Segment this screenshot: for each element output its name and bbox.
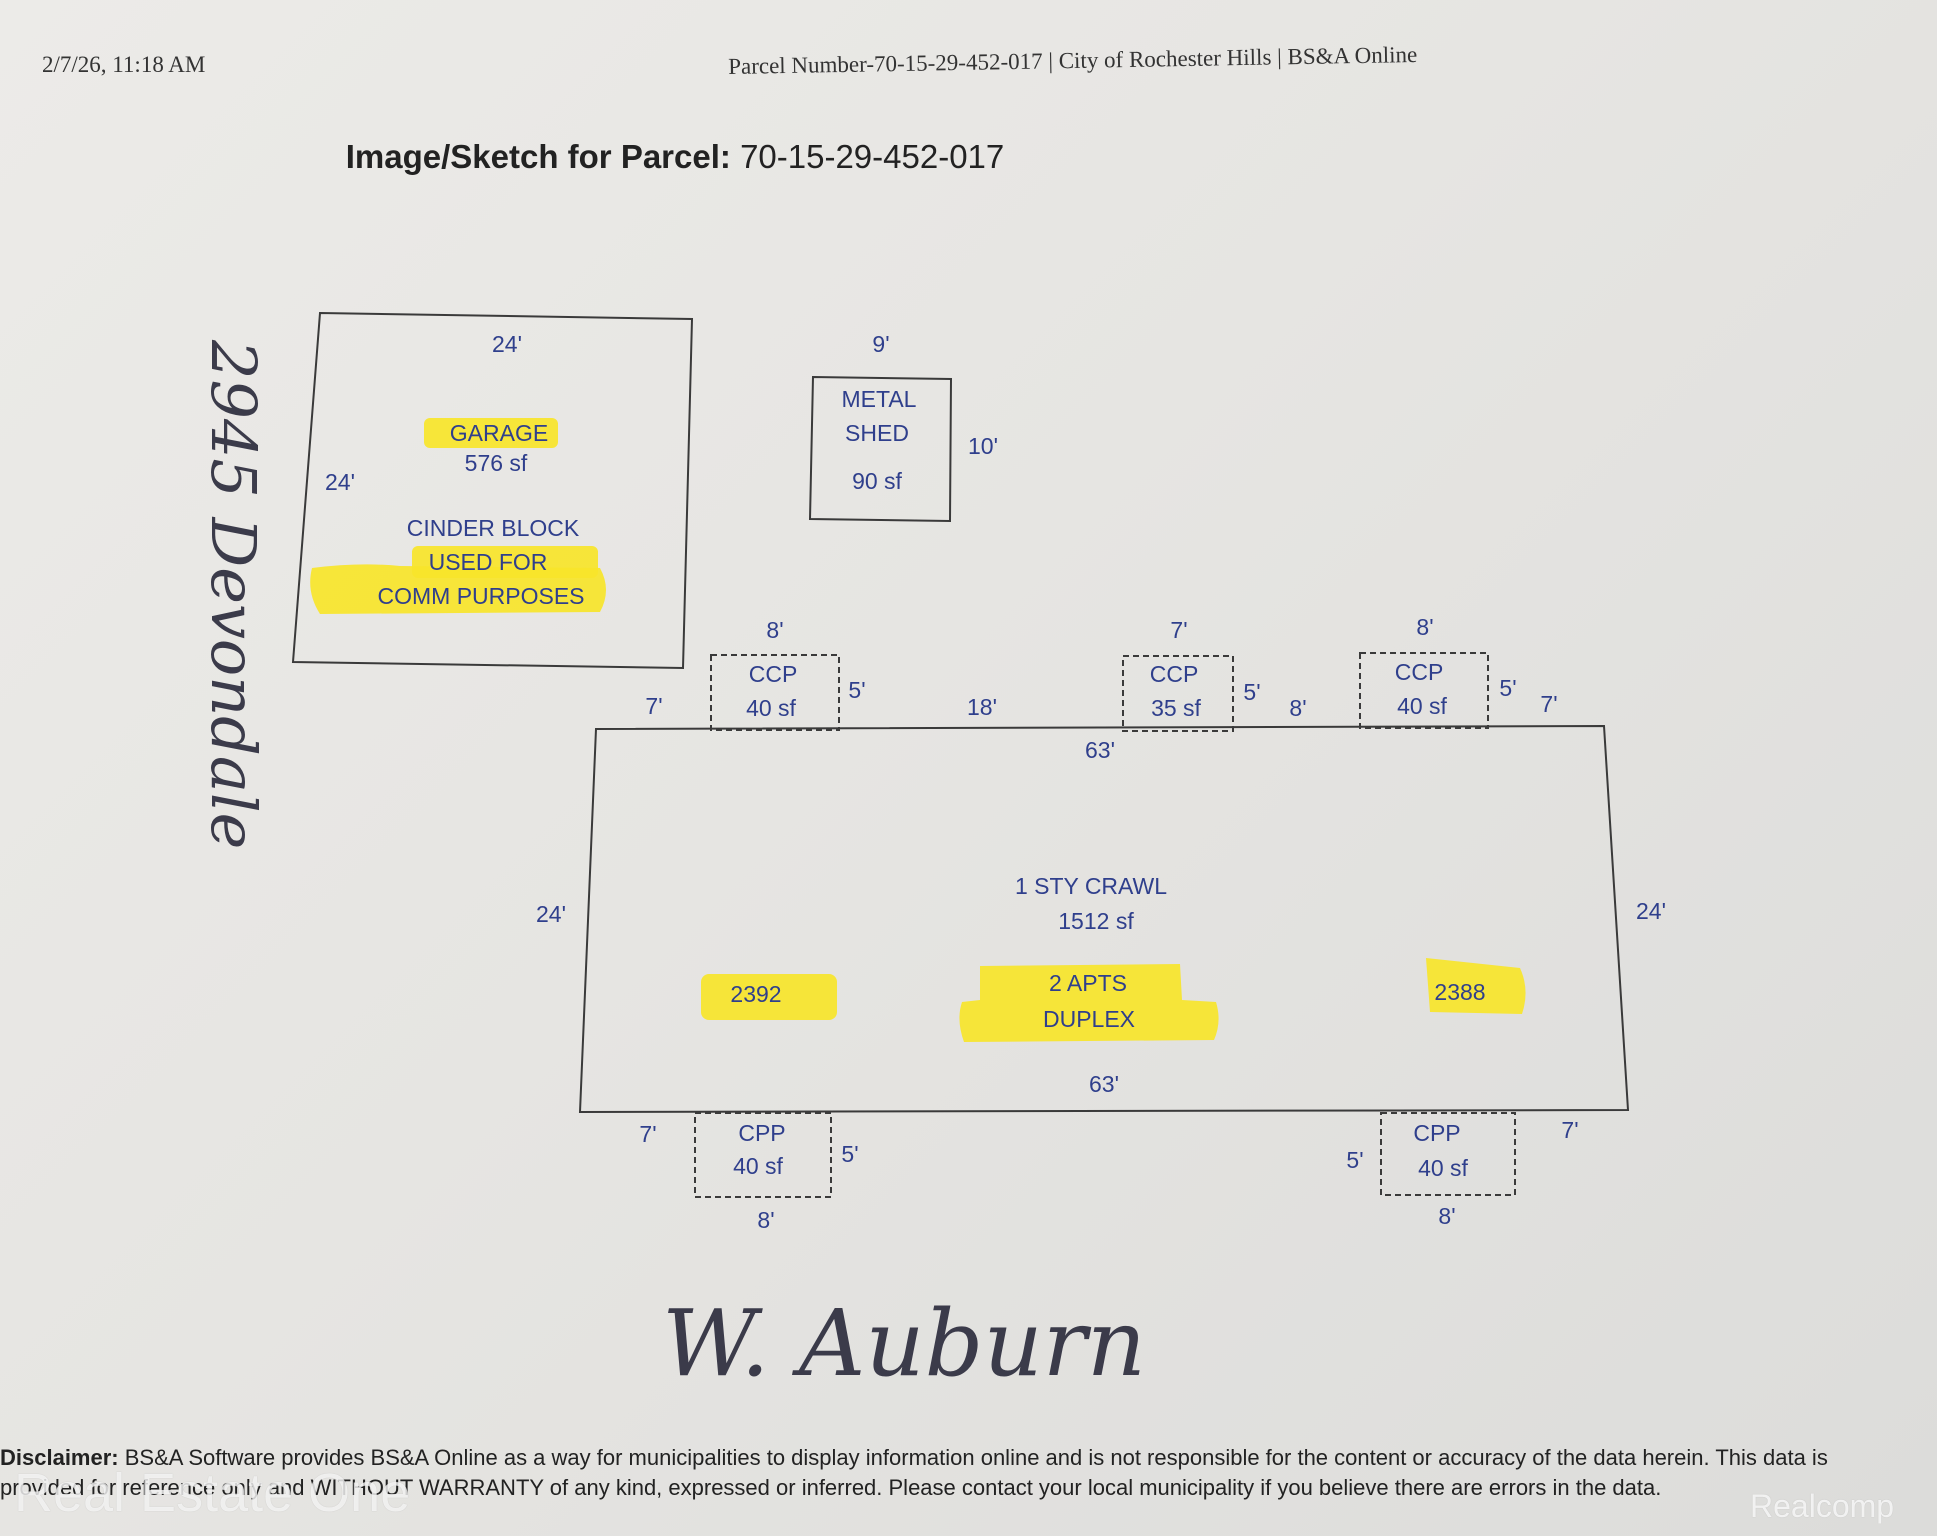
porch-front-1-depth: 5' [848,677,865,703]
disclaimer-line-1: Disclaimer: BS&A Software provides BS&A … [0,1443,1937,1473]
page-title: Image/Sketch for Parcel: 70-15-29-452-01… [0,138,1350,176]
shed-dim-top: 9' [872,331,889,357]
porch-back-2: 5' 7' 8' CPP 40 sf [1346,1112,1579,1229]
porch-back-2-area: 40 sf [1418,1155,1468,1181]
unit-center-line-2: DUPLEX [1043,1006,1135,1032]
porch-front-2-area: 35 sf [1151,695,1201,721]
handwritten-street: W. Auburn [662,1290,1146,1397]
shed-outline [808,375,953,523]
shed-line-2: SHED [845,420,909,446]
disclaimer-line-2: provided for reference only and WITHOUT … [0,1475,1662,1500]
porch-front-2-width: 7' [1170,617,1187,643]
porch-front-1-type: CCP [749,661,798,687]
house-dim-left: 24' [536,901,566,927]
unit-right-number: 2388 [1434,979,1485,1005]
watermark-right-logo: Realcomp [1750,1488,1895,1524]
porch-front-1-area: 40 sf [746,695,796,721]
garage-note-1: CINDER BLOCK [407,515,580,541]
print-timestamp: 2/7/26, 11:18 AM [42,52,206,77]
garage-highlight [424,418,558,448]
porch-front-2-outline [1122,655,1234,732]
porch-back-1-width: 8' [757,1207,774,1233]
shed-area: 90 sf [852,468,902,494]
porch-back-2-width: 8' [1438,1203,1455,1229]
porch-back-1-type: CPP [738,1120,785,1146]
porch-back-2-type: CPP [1413,1120,1460,1146]
porch-back-1-area: 40 sf [733,1153,783,1179]
house-area: 1512 sf [1058,908,1134,934]
front-offset-2: 18' [967,694,997,720]
garage-dim-top: 24' [492,331,522,357]
porch-front-1-outline [710,654,840,731]
porch-back-1-offset: 7' [639,1121,656,1147]
porch-front-3-area: 40 sf [1397,693,1447,719]
garage-note-3: COMM PURPOSES [377,583,584,609]
porch-front-2: 7' 5' CCP 35 sf [1122,617,1261,732]
watermark-left-logo: Real Estate One [14,1463,411,1523]
house-dim-top: 63' [1085,737,1115,763]
garage-name: GARAGE [450,420,548,446]
porch-front-3-type: CCP [1395,659,1444,685]
front-offset-4: 7' [1540,691,1557,717]
shed-dim-side: 10' [968,433,998,459]
porch-front-1: 8' 5' CCP 40 sf [710,617,866,731]
handwritten-address: 2945 Devondale [197,339,270,849]
disclaimer-label: Disclaimer: [0,1445,119,1470]
porch-front-2-depth: 5' [1243,679,1260,705]
porch-front-3-depth: 5' [1499,675,1516,701]
disclaimer: Disclaimer: BS&A Software provides BS&A … [0,1443,1937,1503]
house-dim-right: 24' [1636,898,1666,924]
porch-front-1-width: 8' [766,617,783,643]
unit-center-highlight [959,964,1219,1042]
garage-note-2: USED FOR [429,549,548,575]
unit-left-number: 2392 [730,981,781,1007]
porch-front-3-width: 8' [1416,614,1433,640]
comm-highlight [310,564,606,614]
title-parcel-number: 70-15-29-452-017 [740,138,1005,175]
unit-left-highlight [701,974,837,1020]
porch-back-2-outline [1380,1112,1516,1196]
porch-front-3: 8' 5' CCP 40 sf [1359,614,1517,729]
porch-back-2-depth: 5' [1346,1147,1363,1173]
house-dim-bottom: 63' [1089,1071,1119,1097]
shed-line-1: METAL [842,386,917,412]
garage-outline [291,311,694,670]
unit-right-highlight [1426,958,1526,1014]
front-offset-1: 7' [645,693,662,719]
disclaimer-text-1: BS&A Software provides BS&A Online as a … [118,1445,1828,1470]
house-outline [578,724,1630,1114]
porch-back-2-offset: 7' [1561,1117,1578,1143]
title-label: Image/Sketch for Parcel: [345,138,731,175]
porch-front-2-type: CCP [1150,661,1199,687]
porch-front-3-outline [1359,652,1489,729]
porch-back-1-depth: 5' [841,1141,858,1167]
house-name: 1 STY CRAWL [1015,873,1167,899]
porch-back-1: 7' 5' 8' CPP 40 sf [639,1112,859,1233]
front-offset-3: 8' [1289,695,1306,721]
garage-dim-side: 24' [325,469,355,495]
unit-center-line-1: 2 APTS [1049,970,1127,996]
garage-area: 576 sf [465,450,528,476]
